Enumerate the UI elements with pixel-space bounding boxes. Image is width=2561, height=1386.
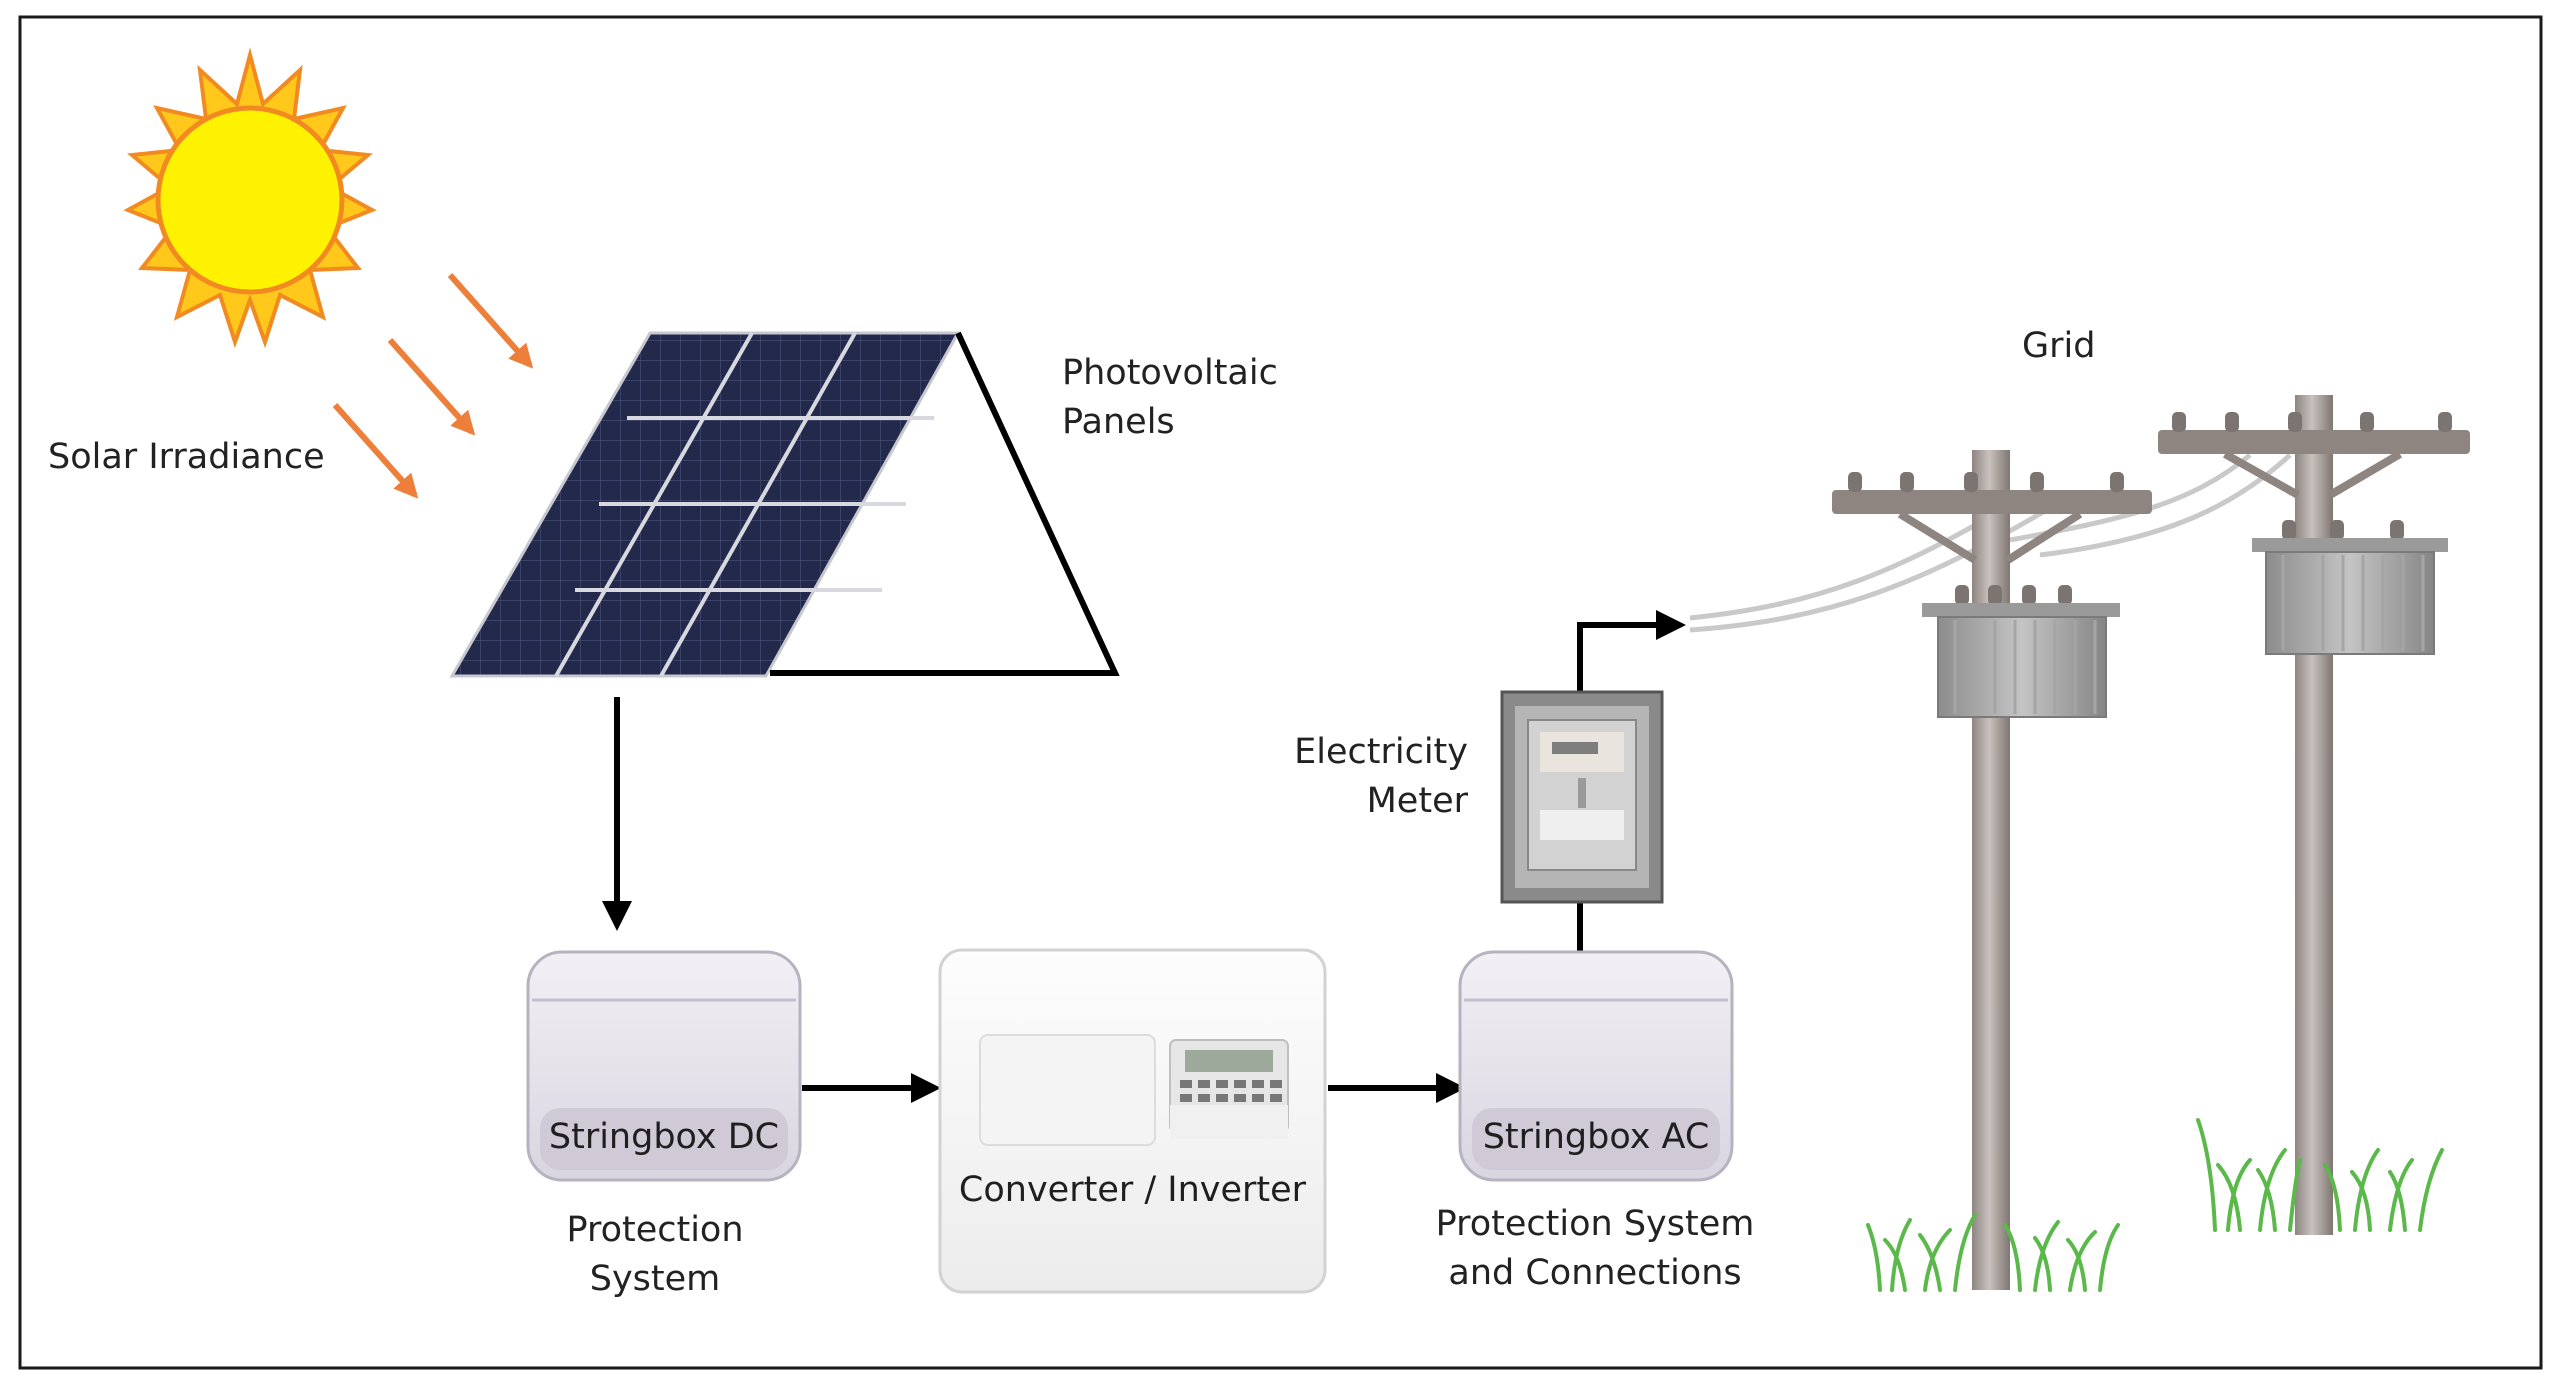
stringbox-dc-label: Stringbox DC [548, 1117, 780, 1157]
connector-arrows [602, 610, 1686, 1103]
stringbox-ac-enclosure [1458, 950, 1734, 1182]
solar-ray-arrows [332, 273, 534, 499]
converter-inverter-label: Converter / Inverter [958, 1170, 1307, 1210]
photovoltaic-panels-label: Photovoltaic Panels [1062, 353, 1278, 442]
electricity-meter-icon [1500, 690, 1664, 904]
utility-pole-right [2158, 395, 2470, 1235]
ray-arrow [332, 403, 419, 499]
meter-to-grid-arrow [1577, 610, 1686, 692]
grass-tufts [1866, 1118, 2444, 1292]
grid-label: Grid [2022, 326, 2096, 366]
ray-arrow [387, 338, 476, 436]
protection-system-dc-label: Protection System [566, 1210, 744, 1299]
photovoltaic-panel-array [449, 331, 1120, 678]
ray-arrow [447, 273, 534, 369]
electricity-meter-label: Electricity Meter [1294, 732, 1468, 821]
solar-irradiance-label: Solar Irradiance [48, 437, 325, 477]
utility-pole-left [1832, 450, 2152, 1290]
protection-system-ac-label: Protection System and Connections [1435, 1204, 1755, 1293]
stringbox-ac-label: Stringbox AC [1482, 1117, 1710, 1157]
stringbox-dc-enclosure [526, 950, 802, 1182]
sun-icon [123, 47, 377, 349]
inverter-enclosure [938, 948, 1327, 1294]
